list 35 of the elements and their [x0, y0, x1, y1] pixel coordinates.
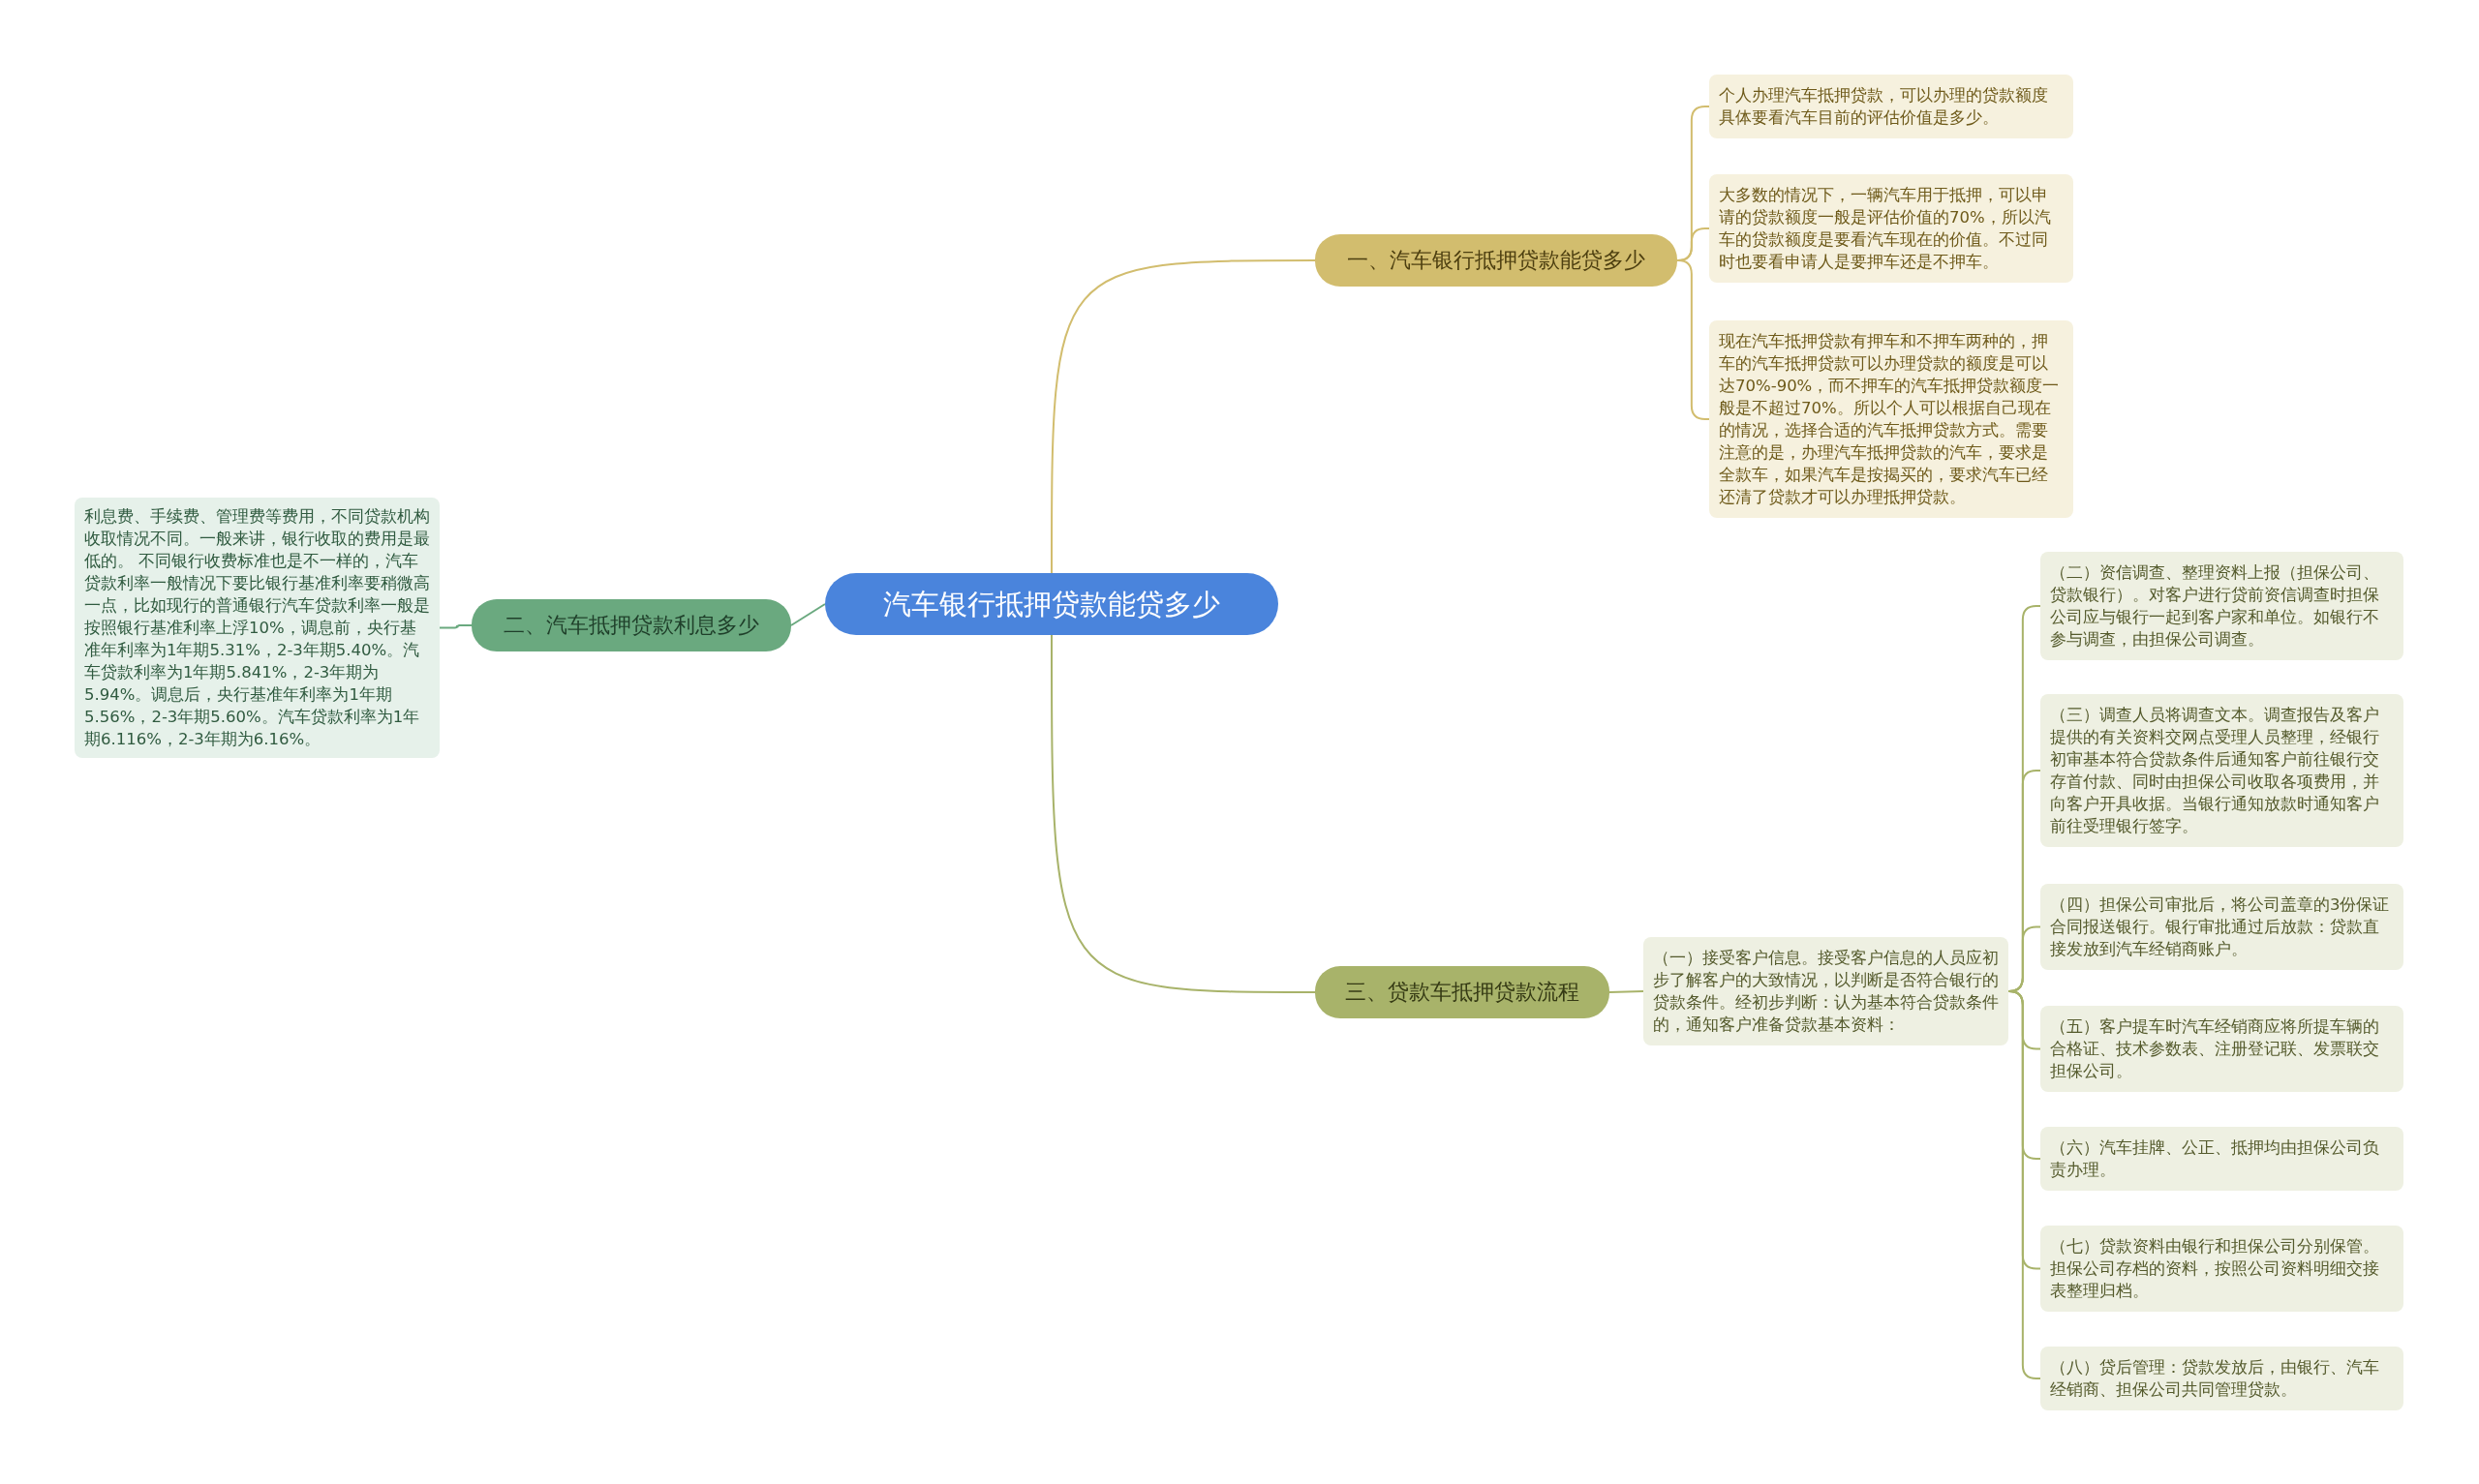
connector-line — [1051, 634, 1316, 993]
topic-pill — [1315, 234, 1677, 287]
note-text: （八）贷后管理：贷款发放后，由银行、汽车经销商、担保公司共同管理贷款。 — [2050, 1357, 2380, 1401]
note-card — [1709, 320, 2073, 518]
topic-pill — [472, 599, 791, 651]
note-card — [1709, 75, 2073, 138]
note-card — [1709, 174, 2073, 283]
topic-text: 汽车银行抵押贷款能贷多少 — [882, 587, 1221, 622]
topic-text: 二、汽车抵押贷款利息多少 — [503, 612, 760, 639]
note-text: （二）资信调查、整理资料上报（担保公司、贷款银行）。对客户进行贷前资信调查时担保公司应与银行一起到客户家和单位。如银行不参与调查，由担保公司调查。 — [2050, 562, 2380, 651]
connector-line — [439, 624, 473, 629]
note-card — [1643, 937, 2008, 1045]
connector-line — [1051, 259, 1316, 574]
note-card — [2040, 1226, 2403, 1312]
note-text: 大多数的情况下，一辆汽车用于抵押，可以申请的贷款额度一般是评估价值的70%，所以汽车的贷款额度是要看汽车现在的价值。不过同时也要看申请人是要押车还是不押车。 — [1719, 185, 2052, 273]
note-text: 现在汽车抵押贷款有押车和不押车两种的，押车的汽车抵押贷款可以办理贷款的额度是可以达70%-90%，而不押车的汽车抵押贷款额度一般是不超过70%。所以个人可以根据自己现在的情况，选择合适的汽车抵押贷款方式。需要注意的是，办理汽车抵押贷款的汽车，要求是全款车，如果汽车是按揭买的，要求汽车已经还清了贷款才可以办理抵押贷款。 — [1719, 331, 2061, 508]
note-text: （一）接受客户信息。接受客户信息的人员应初步了解客户的大致情况，以判断是否符合银行的贷款条件。经初步判断：认为基本符合贷款条件的，通知客户准备贷款基本资料： — [1653, 948, 1999, 1036]
note-card — [2040, 884, 2403, 970]
note-card — [2040, 552, 2403, 660]
note-text: （六）汽车挂牌、公正、抵押均由担保公司负责办理。 — [2050, 1137, 2380, 1181]
topic-text: 一、汽车银行抵押贷款能贷多少 — [1346, 247, 1646, 274]
note-text: 利息费、手续费、管理费等费用，不同贷款机构收取情况不同。一般来讲，银行收取的费用是最低的。 不同银行收费标准也是不一样的，汽车贷款利率一般情况下要比银行基准利率要稍微高一点，比如现行的普通银行汽车贷款利率一般是按照银行基准利率上浮10%，调息前，央行基准年利率为1年期5.31%，2-3年期5.40%。汽车贷款利率为1年期5.841%，2-3年期为5.94%。调息后，央行基准年利率为1年期5.56%，2-3年期5.60%。汽车贷款利率为1年期6.116%，2-3年期为6.16%。 — [84, 506, 430, 750]
note-text: 个人办理汽车抵押贷款，可以办理的贷款额度具体要看汽车目前的评估价值是多少。 — [1719, 85, 2049, 129]
note-card — [2040, 694, 2403, 847]
note-text: （五）客户提车时汽车经销商应将所提车辆的合格证、技术参数表、注册登记联、发票联交担保公司。 — [2050, 1016, 2380, 1082]
note-card — [2040, 1006, 2403, 1092]
topic-pill — [1315, 966, 1609, 1018]
note-text: （七）贷款资料由银行和担保公司分别保管。担保公司存档的资料，按照公司资料明细交接表整理归档。 — [2050, 1236, 2380, 1302]
connector-line — [1608, 990, 1644, 993]
note-card — [2040, 1347, 2403, 1410]
note-text: （四）担保公司审批后，将公司盖章的3份保证合同报送银行。银行审批通过后放款：贷款直接发放到汽车经销商账户。 — [2050, 894, 2391, 960]
connector-line — [790, 603, 826, 626]
topic-text: 三、贷款车抵押贷款流程 — [1344, 979, 1580, 1006]
note-text: （三）调查人员将调查文本。调查报告及客户提供的有关资料交网点受理人员整理，经银行初审基本符合贷款条件后通知客户前往银行交存首付款、同时由担保公司收取各项费用，并向客户开具收据。当银行通知放款时通知客户前往受理银行签字。 — [2050, 705, 2380, 837]
note-card — [2040, 1127, 2403, 1191]
